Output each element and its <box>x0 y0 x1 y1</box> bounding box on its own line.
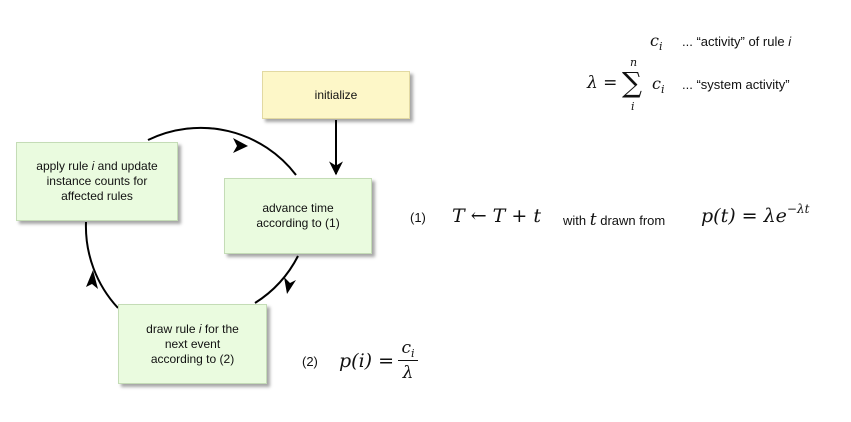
equation-1-pdf: p(t) = λe−λt <box>701 202 810 227</box>
advance-line-2: according to (1) <box>256 216 340 230</box>
lambda-lhs: λ = <box>587 73 618 93</box>
arrowhead-left <box>86 270 98 289</box>
advance-line-1: advance time <box>262 201 334 215</box>
advance-time-box: advance time according to (1) <box>224 178 372 254</box>
arrow-apply-to-advance <box>147 126 297 176</box>
equation-1-label: (1) <box>410 210 426 225</box>
equation-1-text: with t drawn from <box>563 210 666 230</box>
equation-2-fraction: ci λ <box>398 338 418 383</box>
lambda-description: ... “system activity” <box>682 77 790 92</box>
apply-line-2: instance counts for <box>46 174 148 188</box>
sum-lower-limit: i <box>631 100 635 113</box>
equation-2-lhs: p(i) = <box>339 350 395 372</box>
draw-line-1: draw rule i for the <box>146 321 239 336</box>
equation-1-update: T ← T + t <box>452 205 541 227</box>
initialize-label: initialize <box>314 87 358 102</box>
sum-symbol: ∑ <box>622 66 642 99</box>
draw-rule-box: draw rule i for the next event according… <box>118 304 267 384</box>
arrow-draw-to-apply <box>84 221 119 309</box>
sum-upper-limit: n <box>630 56 638 69</box>
fraction-denominator: λ <box>402 363 414 383</box>
sum-term: ci <box>652 74 665 96</box>
fraction-bar <box>398 360 418 361</box>
apply-rule-box: apply rule i and update instance counts … <box>16 142 178 221</box>
initialize-box: initialize <box>262 71 410 119</box>
draw-line-2: next event <box>164 336 221 351</box>
fraction-numerator: ci <box>401 338 415 360</box>
ci-description: ... “activity” of rule i <box>682 34 792 49</box>
arrowhead-right <box>284 277 296 294</box>
arrow-advance-to-draw <box>254 255 299 304</box>
apply-line-1: apply rule i and update <box>36 159 158 173</box>
apply-line-3: affected rules <box>61 189 133 203</box>
equation-2-label: (2) <box>302 354 318 369</box>
draw-line-3: according to (2) <box>150 351 235 366</box>
ci-symbol: ci <box>650 31 663 53</box>
arrowhead-top <box>233 138 248 153</box>
